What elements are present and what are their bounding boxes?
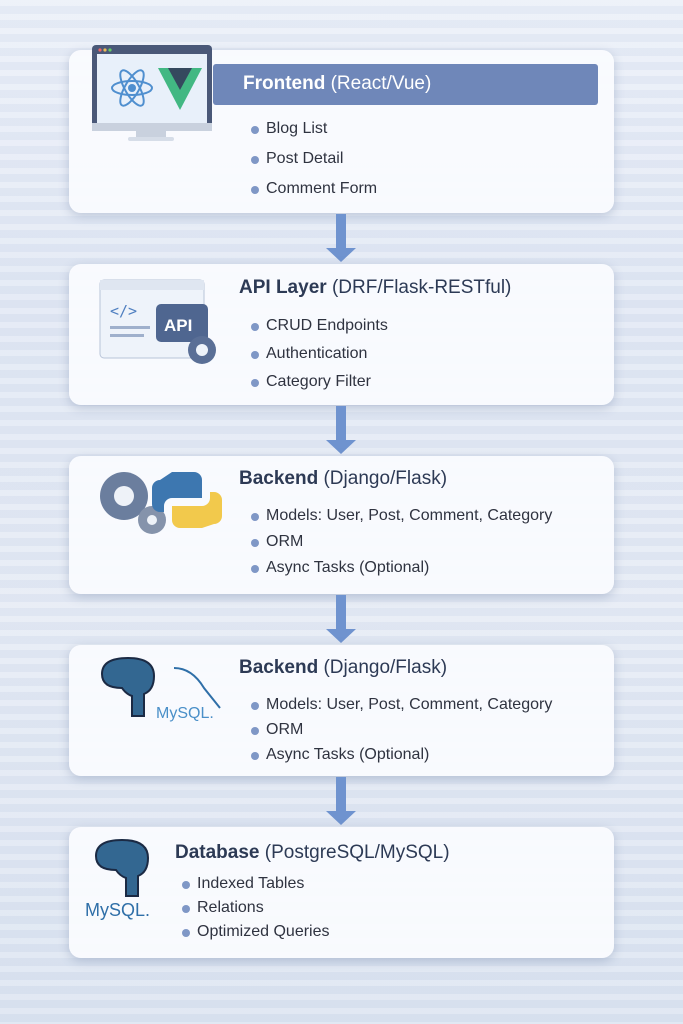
flow-arrow	[326, 214, 356, 264]
list-item: Relations	[182, 899, 264, 917]
flow-arrow	[326, 595, 356, 645]
database-card: Database (PostgreSQL/MySQL) Indexed Tabl…	[69, 827, 614, 958]
list-item: CRUD Endpoints	[251, 317, 388, 335]
postgresql-mysql-logo-icon: MySQL.	[85, 838, 150, 920]
svg-text:API: API	[164, 316, 192, 335]
list-item: Async Tasks (Optional)	[251, 746, 429, 764]
postgresql-mysql-logo-icon: MySQL.	[100, 656, 221, 722]
list-item: Category Filter	[251, 373, 371, 391]
gears-python-icon	[100, 472, 222, 534]
backend-db-card: Backend (Django/Flask) Models: User, Pos…	[69, 645, 614, 776]
monitor-react-vue-icon	[92, 45, 212, 141]
list-item: Async Tasks (Optional)	[251, 559, 429, 577]
flow-arrow	[326, 777, 356, 827]
list-item: Blog List	[251, 120, 327, 138]
list-item: Post Detail	[251, 150, 343, 168]
list-item: Models: User, Post, Comment, Category	[251, 507, 552, 525]
api-window-gear-icon: </> API	[99, 279, 216, 364]
list-item: Optimized Queries	[182, 923, 330, 941]
svg-text:</>: </>	[110, 302, 137, 320]
svg-text:MySQL.: MySQL.	[85, 900, 150, 920]
list-item: Indexed Tables	[182, 875, 304, 893]
database-title: Database (PostgreSQL/MySQL)	[175, 842, 450, 863]
frontend-title: Frontend (React/Vue)	[243, 73, 432, 94]
backend-title: Backend (Django/Flask)	[239, 468, 448, 489]
list-item: Authentication	[251, 345, 367, 363]
backend-title: Backend (Django/Flask)	[239, 657, 448, 678]
frontend-header-bar: Frontend (React/Vue)	[213, 64, 598, 105]
list-item: Comment Form	[251, 180, 377, 198]
flow-arrow	[326, 406, 356, 456]
svg-text:MySQL.: MySQL.	[156, 705, 214, 722]
list-item: ORM	[251, 533, 303, 551]
list-item: Models: User, Post, Comment, Category	[251, 696, 552, 714]
api-layer-title: API Layer (DRF/Flask-RESTful)	[239, 277, 512, 298]
list-item: ORM	[251, 721, 303, 739]
